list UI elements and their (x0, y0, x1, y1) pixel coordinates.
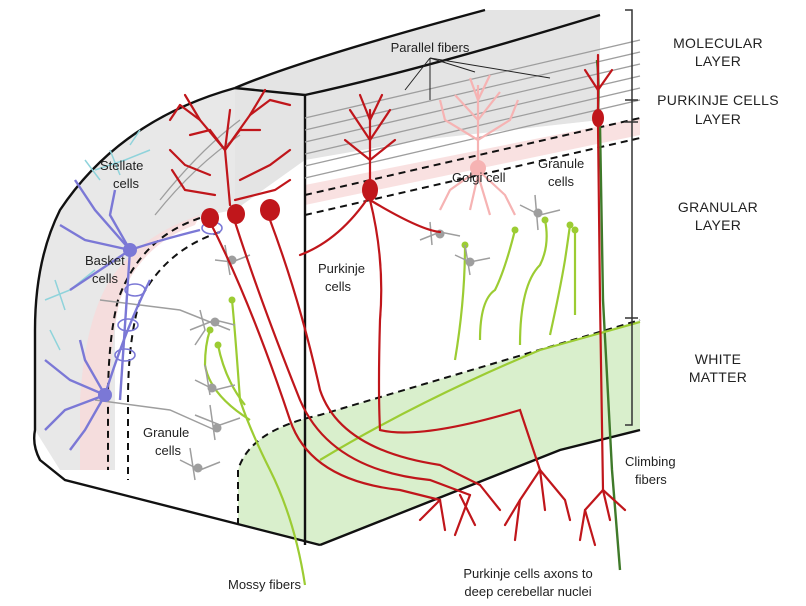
label-granule-left-l1: Granule (143, 425, 189, 440)
purkinje-somas (201, 109, 604, 228)
label-mossy: Mossy fibers (228, 577, 301, 592)
label-stellate-l1: Stellate (100, 158, 143, 173)
labels: Parallel fibers Stellate cells Basket ce… (85, 35, 779, 599)
label-purkinje-l1: Purkinje (318, 261, 365, 276)
white-matter-region (238, 320, 640, 545)
layer-purkinje-l2: LAYER (695, 111, 741, 127)
layer-white-l1: WHITE (695, 351, 742, 367)
layer-granular-l1: GRANULAR (678, 199, 758, 215)
layer-molecular-l2: LAYER (695, 53, 741, 69)
mossy-terminals (206, 216, 579, 349)
parallel-fiber-pointers (404, 57, 551, 100)
label-parallel-fibers: Parallel fibers (391, 40, 470, 55)
label-granule-right-l1: Granule (538, 156, 584, 171)
purkinje-band-front (305, 118, 640, 205)
layer-granular-l2: LAYER (695, 217, 741, 233)
label-climbing-l2: fibers (635, 472, 667, 487)
golgi-soma (470, 160, 486, 176)
block-background (35, 10, 640, 545)
layer-molecular-l1: MOLECULAR (673, 35, 763, 51)
layer-purkinje-l1: PURKINJE CELLS (657, 92, 779, 108)
label-purkinje-l2: cells (325, 279, 352, 294)
label-axons-l2: deep cerebellar nuclei (464, 584, 591, 599)
label-stellate-l2: cells (113, 176, 140, 191)
label-granule-left-l2: cells (155, 443, 182, 458)
granule-somas (193, 208, 543, 473)
basket-somas (98, 243, 137, 402)
label-climbing-l1: Climbing (625, 454, 676, 469)
layer-bracket (625, 9, 638, 426)
mossy-fibers (203, 219, 641, 586)
label-basket-l2: cells (92, 271, 119, 286)
layer-white-l2: MATTER (689, 369, 747, 385)
block-outline (32, 8, 641, 547)
label-axons-l1: Purkinje cells axons to (463, 566, 592, 581)
molecular-side-face (35, 88, 235, 470)
label-golgi: Golgi cell (452, 170, 506, 185)
purkinje-cells (168, 53, 627, 547)
label-basket-l1: Basket (85, 253, 125, 268)
purkinje-band-left (80, 215, 200, 470)
label-granule-right-l2: cells (548, 174, 575, 189)
golgi-cell (438, 74, 520, 216)
molecular-top-face (235, 10, 600, 210)
layer-boundaries (107, 117, 641, 525)
basket-cells (44, 179, 201, 451)
